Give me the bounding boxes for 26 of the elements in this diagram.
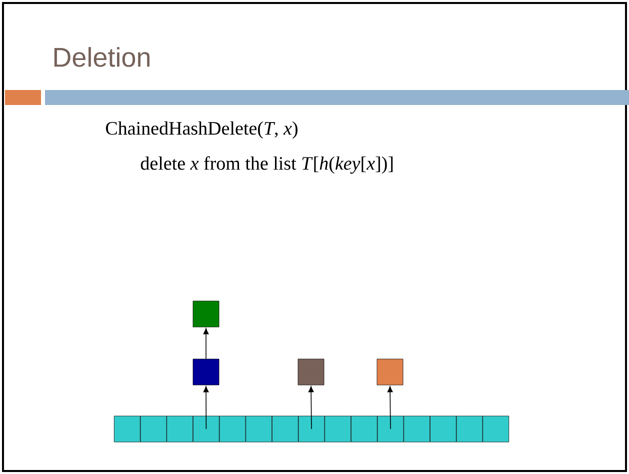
list-element-box [192,300,220,328]
array-cell [219,416,246,442]
array-cell [272,416,298,442]
pseudocode-line: ChainedHashDelete(T, x) [106,121,298,139]
list-element-box [298,358,324,386]
arrow [203,328,209,360]
array-cell [298,416,325,442]
pseudocode-line: delete x from the list T[h(key[x])] [140,156,393,174]
array-cell [166,416,194,442]
array-cell [246,416,272,442]
array-cell [430,416,456,442]
array-cell [114,416,140,442]
array-cell [377,416,404,442]
list-element-box [192,358,220,386]
array-cell [140,416,167,442]
list-element-box [376,358,404,386]
array-cell [456,416,483,442]
arrow [387,386,393,430]
array-cell [482,416,510,442]
array-cell [324,416,352,442]
array-cell [192,416,220,442]
arrow [308,386,314,430]
array-cell [350,416,378,442]
array-cell [404,416,430,442]
slide-title: Deletion [54,47,150,67]
arrow [203,386,209,430]
